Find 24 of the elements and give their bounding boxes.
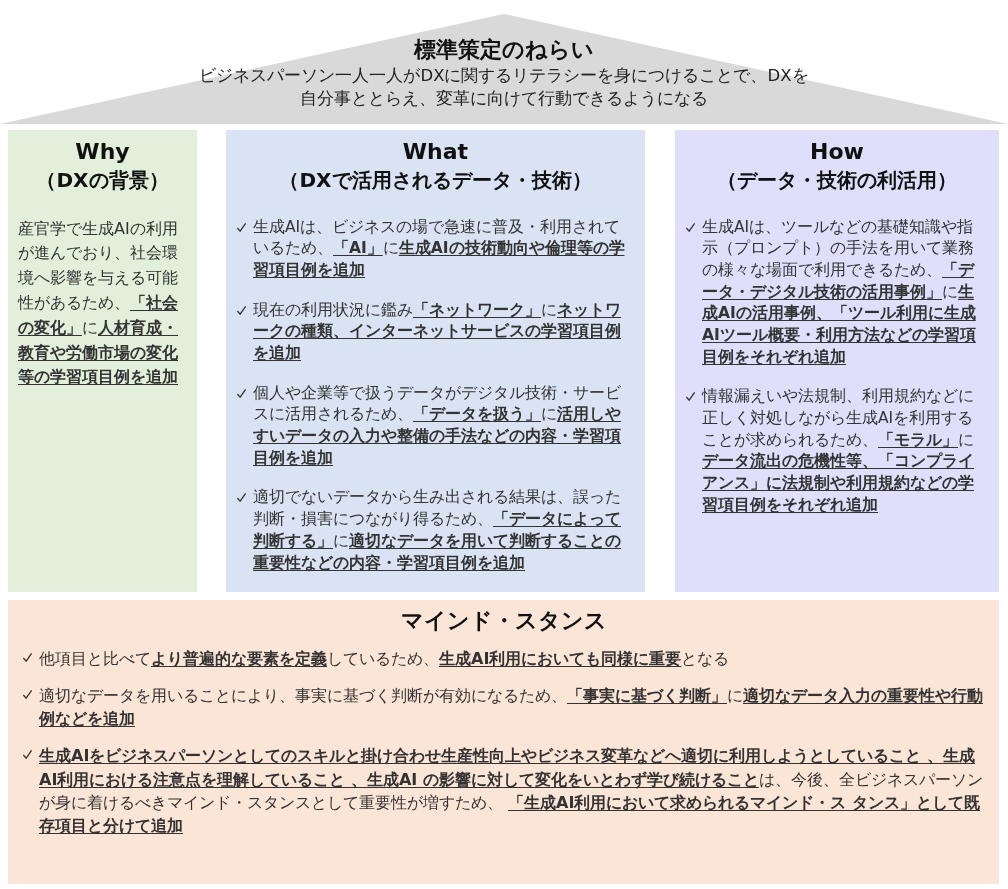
bullet-text: 現在の利用状況に鑑み「ネットワーク」にネットワークの種類、インターネットサービスの学習項目例を追加 xyxy=(253,299,622,365)
bullet-text: 生成AIは、ツールなどの基礎知識や指示（プロンプト）の手法を用いて業務の様々な場面で利用できるため、「データ・デジタル技術の活用事例」に生成AIの活用事例、「ツール利用に生成AIツール概要・利用方法などの学習項目例をそれぞれ追加 xyxy=(702,216,977,368)
bullet-text: 他項目と比べてより普遍的な要素を定義しているため、生成AI利用においても同様に重要となる xyxy=(39,647,730,670)
roof-banner xyxy=(0,14,1008,124)
column-subheading: （DXで活用されるデータ・技術） xyxy=(278,166,593,193)
bullet-text: 個人や企業等で扱うデータがデジタル技術・サービスに活用されるため、「データを扱う」に活用しやすいデータの入力や整備の手法などの内容・学習項目例を追加 xyxy=(253,382,622,469)
column-subheading: （DXの背景） xyxy=(35,166,170,193)
column-heading: How xyxy=(809,138,865,166)
column-panel xyxy=(226,130,645,592)
column-panel xyxy=(675,130,999,592)
title: 標準策定のねらい xyxy=(414,36,594,64)
body-text: 産官学で生成AIの利用が進んでおり、社会環境へ影響を与える可能性があるため、「社会の変化」に人材育成・教育や労働市場の変化等の学習項目例を追加 xyxy=(18,217,179,389)
goal-text: ビジネスパーソン一人一人がDXに関するリテラシーを身につけることで、DXを自分事ととらえ、変革に向けて行動できるようになる xyxy=(199,64,809,111)
bullet-text: 適切なデータを用いることにより、事実に基づく判断が有効になるため、「事実に基づく判断」に適切なデータ入力の重要性や行動例などを追加 xyxy=(39,685,984,731)
bullet-text: 生成AIは、ビジネスの場で急速に普及・利用されているため、「AI」に生成AIの技術動向や倫理等の学習項目例を追加 xyxy=(253,216,626,281)
column-panel xyxy=(8,130,197,592)
mindset-panel xyxy=(8,600,999,884)
column-heading: What xyxy=(401,138,470,166)
bullet-text: 生成AIをビジネスパーソンとしてのスキルと掛け合わせ生産性向上やビジネス変革などへ適切に利用しようとしていること 、生成AI利用における注意点を理解していること 、生成AI の影響に対して変化をいとわず学び続けることは、今後、全ビジネスパーソンが身に着けるべきマインド・スタンスとして重要性が増すため、 「生成AI利用において求められるマインド・ス タンス」として既存項目と分けて追加 xyxy=(39,745,984,837)
column-heading: Why xyxy=(74,138,131,166)
bullet-text: 適切でないデータから生み出される結果は、誤った判断・損害につながり得るため、「データによって判断する」に適切なデータを用いて判断することの重要性などの内容・学習項目例を追加 xyxy=(253,487,622,574)
column-subheading: （データ・技術の利活用） xyxy=(716,166,958,193)
bullet-text: 情報漏えいや法規制、利用規約などに正しく対処しながら生成AIを利用することが求められるため、「モラル」にデータ流出の危機性等、「コンプライアンス」に法規制や利用規約などの学習項目例をそれぞれ追加 xyxy=(702,386,975,516)
panel-heading: マインド・スタンス xyxy=(399,607,608,635)
